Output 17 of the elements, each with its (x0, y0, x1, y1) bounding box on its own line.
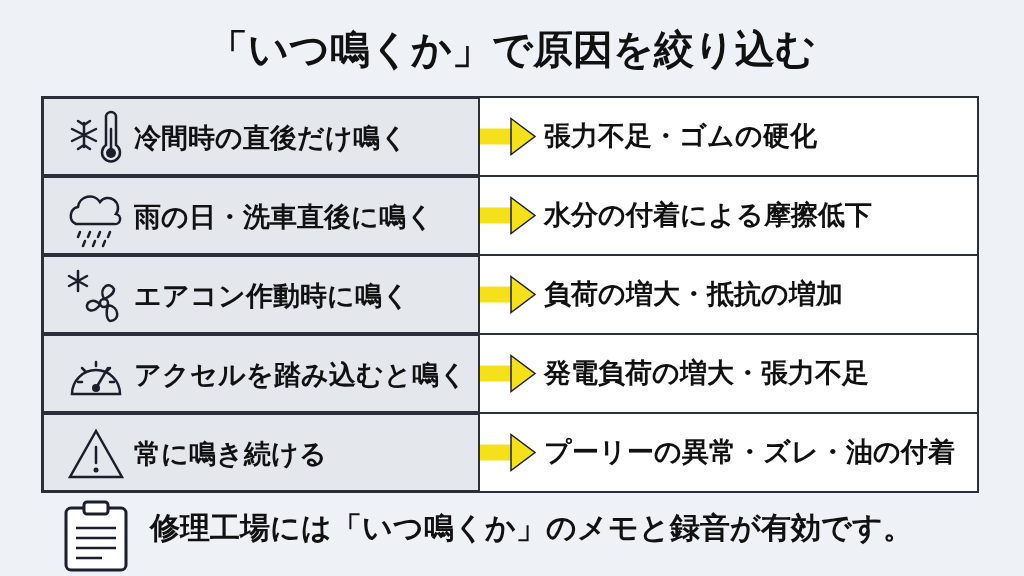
arrow (480, 275, 536, 314)
arrow (480, 117, 536, 156)
arrow (480, 354, 536, 393)
cause-text: 負荷の増大・抵抗の増加 (544, 276, 843, 311)
condition-cell: 雨の日・洗車直後に鳴く (42, 176, 480, 255)
condition-cell: エアコン作動時に鳴く (42, 255, 480, 334)
title: 「いつ鳴くか」で原因を絞り込む (207, 25, 817, 74)
condition-cell: アクセルを踏み込むと鳴く (42, 334, 480, 413)
note-text: 修理工場には「いつ鳴くか」のメモと録音が有効です。 (150, 509, 913, 547)
condition-cell: 常に鳴き続ける (42, 413, 480, 492)
cause-text: 水分の付着による摩擦低下 (544, 197, 872, 232)
cause-text: プーリーの異常・ズレ・油の付着 (544, 434, 955, 469)
arrow (480, 433, 536, 472)
condition-cell: 冷間時の直後だけ鳴く (42, 97, 480, 176)
cause-text: 発電負荷の増大・張力不足 (544, 355, 869, 390)
cause-text: 張力不足・ゴムの硬化 (544, 118, 817, 153)
arrow (480, 196, 536, 235)
